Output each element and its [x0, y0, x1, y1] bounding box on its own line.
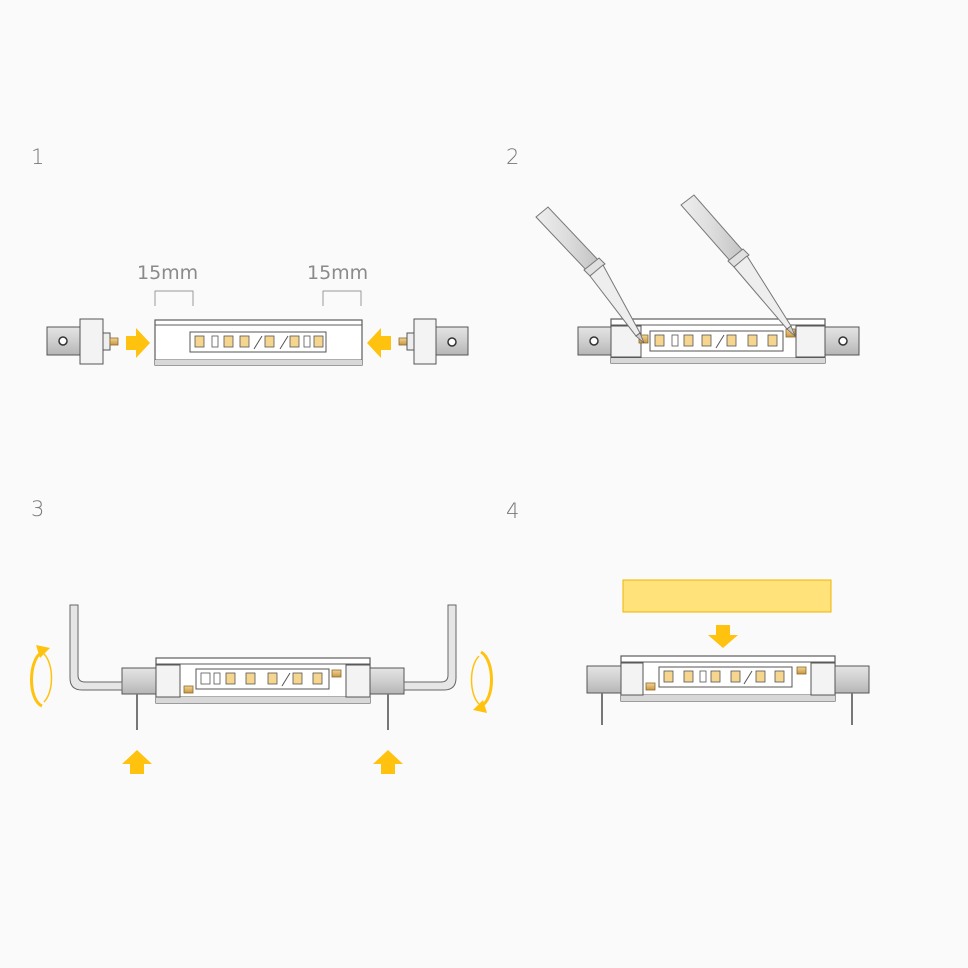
- solder-pad-left-3: [183, 685, 194, 694]
- aluminium-profile: [154, 319, 363, 366]
- arrow-right-icon: [126, 328, 150, 358]
- step-number-1: 1: [31, 145, 45, 169]
- led-strip-2: [649, 330, 784, 352]
- step-4-diagram: [586, 579, 870, 725]
- solder-pad-right-3: [331, 669, 342, 678]
- end-plug-right-4: [834, 665, 870, 725]
- rotate-icon-right: [470, 650, 493, 713]
- rotate-icon-left: [30, 645, 53, 708]
- arrow-left-icon: [367, 328, 391, 358]
- led-strip-3: [195, 668, 330, 690]
- soldering-iron-right: [680, 194, 796, 337]
- end-cap-right: [398, 318, 469, 365]
- solder-pad-left-4: [645, 682, 656, 691]
- step-1-diagram: 15mm 15mm: [46, 262, 469, 366]
- arrow-down-icon: [708, 625, 738, 648]
- allen-key-left: [69, 604, 123, 691]
- step-3-diagram: [30, 604, 493, 774]
- step-number-3: 3: [31, 497, 45, 521]
- step-2-diagram: [535, 194, 860, 364]
- led-strip-4: [658, 666, 793, 688]
- end-plug-left-3: [121, 667, 157, 730]
- diffuser-cover: [622, 579, 832, 613]
- step-number-4: 4: [506, 499, 520, 523]
- led-strip: [189, 331, 327, 353]
- dim-label-left: 15mm: [137, 262, 198, 284]
- end-plug-right-3: [369, 667, 405, 730]
- end-cap-right-2: [824, 326, 860, 356]
- arrow-up-icon-left: [122, 750, 152, 774]
- dim-bracket-right: [322, 290, 362, 306]
- arrow-up-icon-right: [373, 750, 403, 774]
- step-number-2: 2: [506, 145, 520, 169]
- end-plug-left-4: [586, 665, 622, 725]
- soldering-iron-left: [535, 206, 645, 344]
- solder-pad-right-4: [796, 666, 807, 675]
- end-cap-left-2: [577, 326, 612, 356]
- end-cap-left: [46, 318, 119, 365]
- allen-key-right: [403, 604, 457, 691]
- dim-label-right: 15mm: [307, 262, 368, 284]
- dim-bracket-left: [154, 290, 194, 306]
